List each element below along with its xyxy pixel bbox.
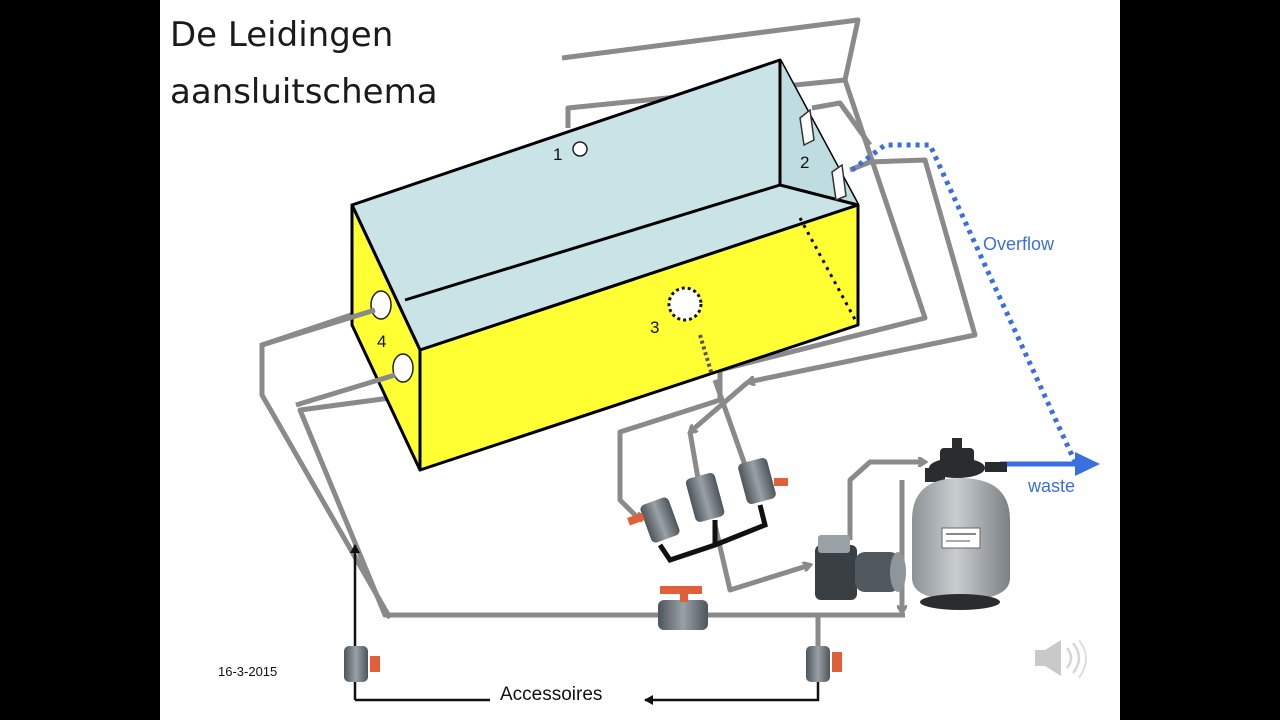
waste-label: waste <box>1027 476 1075 496</box>
pipe-to-pump <box>712 524 810 593</box>
outlet-1-port <box>572 141 588 157</box>
accessory-valve-left <box>344 646 380 682</box>
sand-filter <box>912 438 1010 610</box>
pipe-pump-filter <box>847 462 925 540</box>
pipe-outlet-1-outer <box>561 17 861 81</box>
pipe-return-bottom <box>297 395 905 618</box>
valve-manifold <box>627 457 788 563</box>
inlet-4a-port <box>370 290 392 320</box>
pipe-outlet-2-top <box>811 100 873 147</box>
ball-valve-b <box>685 472 725 522</box>
title-line-1: De Leidingen <box>170 15 393 55</box>
title-line-2: aansluitschema <box>170 72 438 112</box>
accessories-label: Accessoires <box>500 684 602 705</box>
date-label: 16-3-2015 <box>218 664 277 679</box>
pipe-return-a <box>617 397 721 520</box>
skimmer <box>799 108 847 202</box>
pool-basin <box>350 58 860 472</box>
outlet-3-label: 3 <box>650 318 659 337</box>
outlet-1-label: 1 <box>553 145 562 164</box>
pool-pump <box>815 535 906 600</box>
pipe-return-b <box>690 380 750 432</box>
accessory-lines <box>350 544 820 705</box>
outlet-2-label: 2 <box>800 153 809 172</box>
speaker-icon[interactable] <box>1035 639 1087 679</box>
inlet-pipes <box>259 307 396 620</box>
accessory-valve-right <box>806 646 842 682</box>
inlet-4b-port <box>392 353 414 383</box>
pipe-outlet-2 <box>748 157 978 382</box>
overflow-label: Overflow <box>983 234 1055 254</box>
main-valve <box>658 586 708 630</box>
pipe-outlet-1 <box>565 77 928 400</box>
inlet-4-label: 4 <box>377 332 386 351</box>
pipe-network <box>259 17 978 650</box>
overflow-line <box>850 142 1078 464</box>
ball-valve-c <box>738 457 788 505</box>
outlet-3-drain <box>667 286 703 322</box>
ball-valve-a <box>627 497 680 543</box>
